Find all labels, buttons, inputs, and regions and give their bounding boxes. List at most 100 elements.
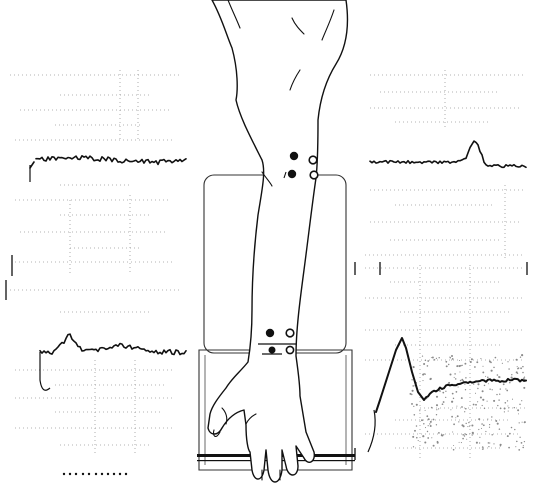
stipple-dot	[423, 423, 425, 425]
stipple-dot	[524, 422, 526, 424]
stipple-dot	[521, 400, 522, 401]
upper-right-waveform-trace	[370, 141, 526, 167]
stipple-dot	[487, 377, 489, 379]
stipple-dot	[427, 365, 429, 367]
electrode-open	[309, 156, 317, 164]
stipple-dot	[467, 426, 468, 427]
stipple-dot	[431, 357, 432, 358]
stipple-dot	[482, 366, 483, 367]
stipple-dot	[451, 359, 452, 360]
stipple-dot	[482, 390, 484, 392]
upper-left-grid	[10, 70, 180, 275]
stipple-dot	[416, 404, 418, 406]
stipple-dot	[453, 449, 455, 451]
stipple-dot	[442, 403, 444, 405]
stipple-dot	[517, 366, 518, 367]
stipple-dot	[505, 388, 506, 389]
electrode-filled	[269, 347, 276, 354]
stipple-dot	[430, 425, 432, 427]
stipple-dot	[431, 437, 432, 438]
stipple-dot	[487, 401, 488, 402]
stipple-dot	[491, 416, 492, 417]
stipple-dot	[449, 357, 450, 358]
stipple-dot	[436, 358, 437, 359]
stipple-dot	[492, 389, 493, 390]
stipple-dot	[466, 439, 467, 440]
stipple-dot	[504, 411, 505, 412]
stipple-dot	[505, 402, 507, 404]
stipple-dot	[508, 407, 509, 408]
stipple-dot	[461, 424, 463, 426]
stipple-dot	[461, 406, 463, 408]
stipple-dot	[426, 415, 428, 417]
stipple-dot	[514, 407, 515, 408]
stipple-dot	[488, 383, 489, 384]
stipple-dot	[489, 424, 490, 425]
stipple-dot	[413, 406, 414, 407]
stipple-dot	[506, 390, 508, 392]
stipple-dot	[425, 374, 426, 375]
stipple-dot	[418, 440, 419, 441]
stipple-dot	[493, 367, 495, 369]
stipple-dot	[509, 382, 511, 384]
stipple-dot	[500, 408, 502, 410]
stipple-dot	[465, 423, 466, 424]
stipple-dot	[499, 394, 500, 395]
stipple-dot	[518, 449, 520, 451]
stipple-dot	[497, 423, 499, 425]
stipple-dot	[521, 354, 523, 356]
stipple-dot	[422, 374, 424, 376]
stipple-dot	[459, 360, 460, 361]
stipple-dot	[482, 405, 483, 406]
lower-left-trace-baseline	[40, 352, 50, 390]
stipple-dot	[489, 427, 490, 428]
stipple-dot	[476, 442, 478, 444]
stipple-dot	[479, 437, 480, 438]
stipple-dot	[488, 442, 490, 444]
stipple-dot	[484, 385, 486, 387]
stipple-dot	[437, 442, 439, 444]
stipple-dot	[524, 376, 525, 377]
stipple-dot	[436, 414, 437, 415]
stipple-dot	[461, 442, 462, 443]
stipple-dot	[458, 421, 459, 422]
stipple-dot	[519, 437, 520, 438]
stipple-dot	[456, 406, 457, 407]
stipple-dot	[493, 443, 494, 444]
stipple-dot	[480, 358, 481, 359]
stipple-dot	[455, 378, 457, 380]
stipple-dot	[470, 361, 472, 363]
stipple-dot	[482, 399, 484, 401]
arm-outline	[208, 0, 348, 482]
stipple-dot	[412, 390, 414, 392]
stipple-dot	[509, 433, 511, 435]
stipple-dot	[503, 383, 505, 385]
stipple-dot	[433, 419, 435, 421]
stipple-dot	[482, 446, 484, 448]
stipple-dot	[454, 373, 456, 375]
stipple-dot	[500, 388, 501, 389]
stipple-dot	[452, 358, 454, 360]
stipple-dot	[482, 448, 484, 450]
stipple-dot	[498, 399, 499, 400]
stipple-dot	[481, 428, 482, 429]
stipple-dot	[432, 357, 434, 359]
stipple-dot	[438, 408, 439, 409]
stipple-dot	[416, 425, 418, 427]
stipple-dot	[422, 355, 423, 356]
stipple-dot	[485, 431, 486, 432]
stipple-dot	[507, 435, 509, 437]
stipple-dot	[425, 360, 426, 361]
stipple-dot	[523, 445, 524, 446]
stipple-dot	[456, 391, 458, 393]
stipple-dot	[495, 357, 497, 359]
stipple-dot	[464, 384, 465, 385]
stipple-dot	[481, 423, 483, 425]
stipple-dot	[460, 365, 462, 367]
stipple-dot	[516, 359, 518, 361]
stipple-dot	[428, 425, 429, 426]
stipple-dot	[473, 384, 474, 385]
stipple-dot	[497, 374, 499, 376]
stipple-dot	[522, 447, 524, 449]
stipple-dot	[414, 430, 416, 432]
